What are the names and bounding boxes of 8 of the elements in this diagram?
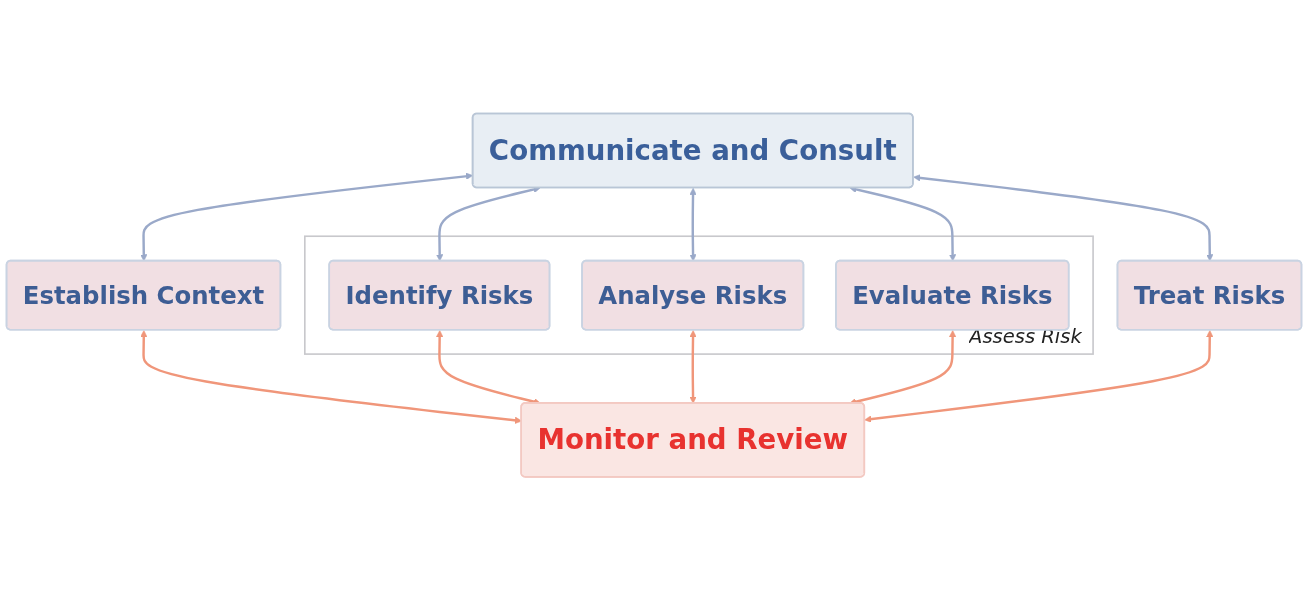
arrow <box>140 173 473 262</box>
arrow <box>849 186 957 262</box>
arrow <box>140 330 522 425</box>
arrow <box>864 330 1214 423</box>
arrow <box>689 330 697 404</box>
arrow <box>689 188 697 262</box>
arrow <box>436 186 541 262</box>
arrow <box>913 174 1214 262</box>
